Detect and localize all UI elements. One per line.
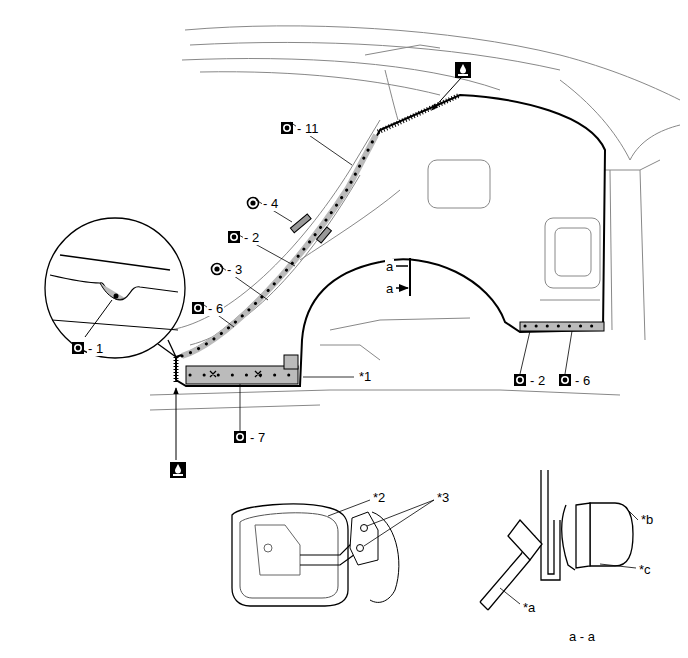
callout-number: - 2: [243, 230, 260, 245]
label-text: *a: [522, 600, 536, 615]
callout-number: - 6: [574, 373, 591, 388]
label-text: - 4: [262, 196, 279, 211]
label-text: *3: [436, 490, 450, 505]
callout-number: - 11: [296, 121, 319, 136]
part-label: *3: [436, 490, 450, 505]
label-text: - 3: [226, 262, 243, 277]
callout-number: - 3: [226, 262, 243, 277]
callout-number: - 7: [249, 430, 266, 445]
callout-number: - 6: [207, 301, 224, 316]
label-text: *b: [640, 512, 654, 527]
part-label: *b: [640, 512, 654, 527]
label-text: - 2: [529, 373, 546, 388]
callout-number: - 2: [529, 373, 546, 388]
label-text: - 7: [249, 430, 266, 445]
label-text: a - a: [568, 629, 596, 644]
label-text: - 6: [574, 373, 591, 388]
callout-number: - 1: [87, 341, 104, 356]
label-text: - 1: [87, 341, 104, 356]
label-text: - 11: [296, 121, 319, 136]
label-text: a: [385, 281, 394, 296]
section-mark: a: [385, 281, 394, 296]
section-title: a - a: [568, 629, 596, 644]
part-label: *c: [638, 562, 652, 577]
label-text: *2: [372, 490, 386, 505]
callout-number: - 4: [262, 196, 279, 211]
part-label: *2: [372, 490, 386, 505]
part-label: *a: [522, 600, 536, 615]
label-text: a: [385, 259, 394, 274]
section-mark: a: [385, 259, 394, 274]
label-text: *c: [638, 562, 652, 577]
part-label: *1: [358, 369, 372, 384]
label-text: *1: [358, 369, 372, 384]
label-text: - 2: [243, 230, 260, 245]
label-text: - 6: [207, 301, 224, 316]
